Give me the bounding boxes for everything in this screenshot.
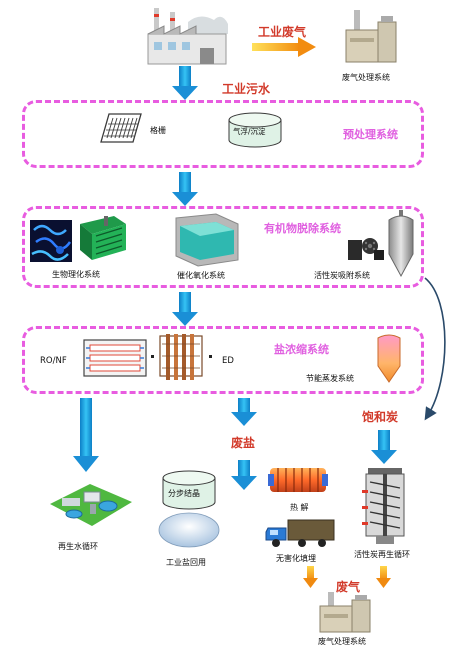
blue-arrow-to-pretreatment [172, 66, 198, 100]
blue-arrow-to-recycled-water [73, 398, 99, 472]
blue-arrow-to-organics [172, 172, 198, 206]
carbon-regeneration-furnace-icon [362, 468, 405, 544]
exhaust-system-label: 废气处理系统 [342, 73, 390, 82]
water-recycling-plant-icon [50, 484, 132, 526]
carbon-adsorption-tower-icon [388, 210, 414, 278]
exhaust-treatment-bottom-icon [319, 592, 371, 633]
blue-arrow-to-salt [172, 292, 198, 326]
exhaust-label: 工业废气 [258, 25, 307, 39]
ro-nf-label: RO/NF [40, 356, 67, 366]
carbon-regen-label: 活性炭再生循环 [354, 550, 410, 559]
salt-title: 盐浓缩系统 [274, 343, 329, 356]
pyrolysis-label: 热 解 [290, 503, 309, 512]
ro-membrane-icon [83, 339, 147, 377]
evaporator-icon [377, 334, 401, 383]
landfill-truck-icon [265, 519, 335, 547]
float-sediment-label: 气浮/沉淀 [233, 127, 266, 136]
blue-arrow-to-waste-salt [231, 398, 257, 426]
recycled-water-label: 再生水循环 [58, 542, 98, 551]
saturated-carbon-curve [424, 277, 446, 421]
industrial-salt-pile-icon [158, 512, 220, 548]
wastewater-label: 工业污水 [222, 82, 271, 96]
yellow-arrow-left [303, 566, 318, 588]
ed-label: ED [222, 356, 234, 366]
blue-arrow-to-carbon-regen [371, 430, 397, 464]
bio-reactor-icon [80, 216, 126, 260]
organics-title: 有机物脱除系统 [264, 222, 341, 235]
evaporation-label: 节能蒸发系统 [306, 374, 354, 383]
grille-label: 格栅 [150, 126, 166, 135]
bio-microbe-icon [30, 220, 72, 262]
pretreatment-stage [22, 100, 424, 168]
exhaust-arrow [252, 37, 316, 57]
pyrolysis-reactor-icon [268, 468, 328, 492]
harmless-landfill-label: 无害化填埋 [276, 554, 316, 563]
waste-salt-label: 废盐 [231, 436, 256, 450]
ed-stack-icon [159, 334, 203, 380]
pretreatment-title: 预处理系统 [343, 128, 398, 141]
crystallization-tank-icon [162, 470, 216, 510]
factory-icon [147, 8, 228, 65]
bio-label: 生物理化系统 [52, 270, 100, 279]
salt-stage [22, 326, 424, 394]
connector-dot [151, 355, 154, 358]
float-sediment-tank-icon [228, 112, 282, 148]
activated-carbon-pellets-icon [348, 238, 384, 260]
carbon-label: 活性炭吸附系统 [314, 271, 370, 280]
catalytic-label: 催化氧化系统 [177, 271, 225, 280]
salt-reuse-label: 工业盐回用 [166, 558, 206, 567]
blue-arrow-salt-to-crystal [231, 460, 257, 490]
yellow-arrow-right [376, 566, 391, 588]
exhaust-system-bottom-label: 废气处理系统 [318, 637, 366, 646]
catalytic-oxidation-icon [175, 213, 239, 267]
organics-stage [22, 206, 424, 288]
saturated-carbon-label: 饱和炭 [362, 410, 399, 424]
crystallization-label: 分步结晶 [168, 489, 200, 498]
grille-icon [100, 113, 142, 143]
connector-dot [209, 355, 212, 358]
exhaust-treatment-icon [345, 10, 397, 63]
waste-gas-label: 废气 [336, 580, 361, 594]
